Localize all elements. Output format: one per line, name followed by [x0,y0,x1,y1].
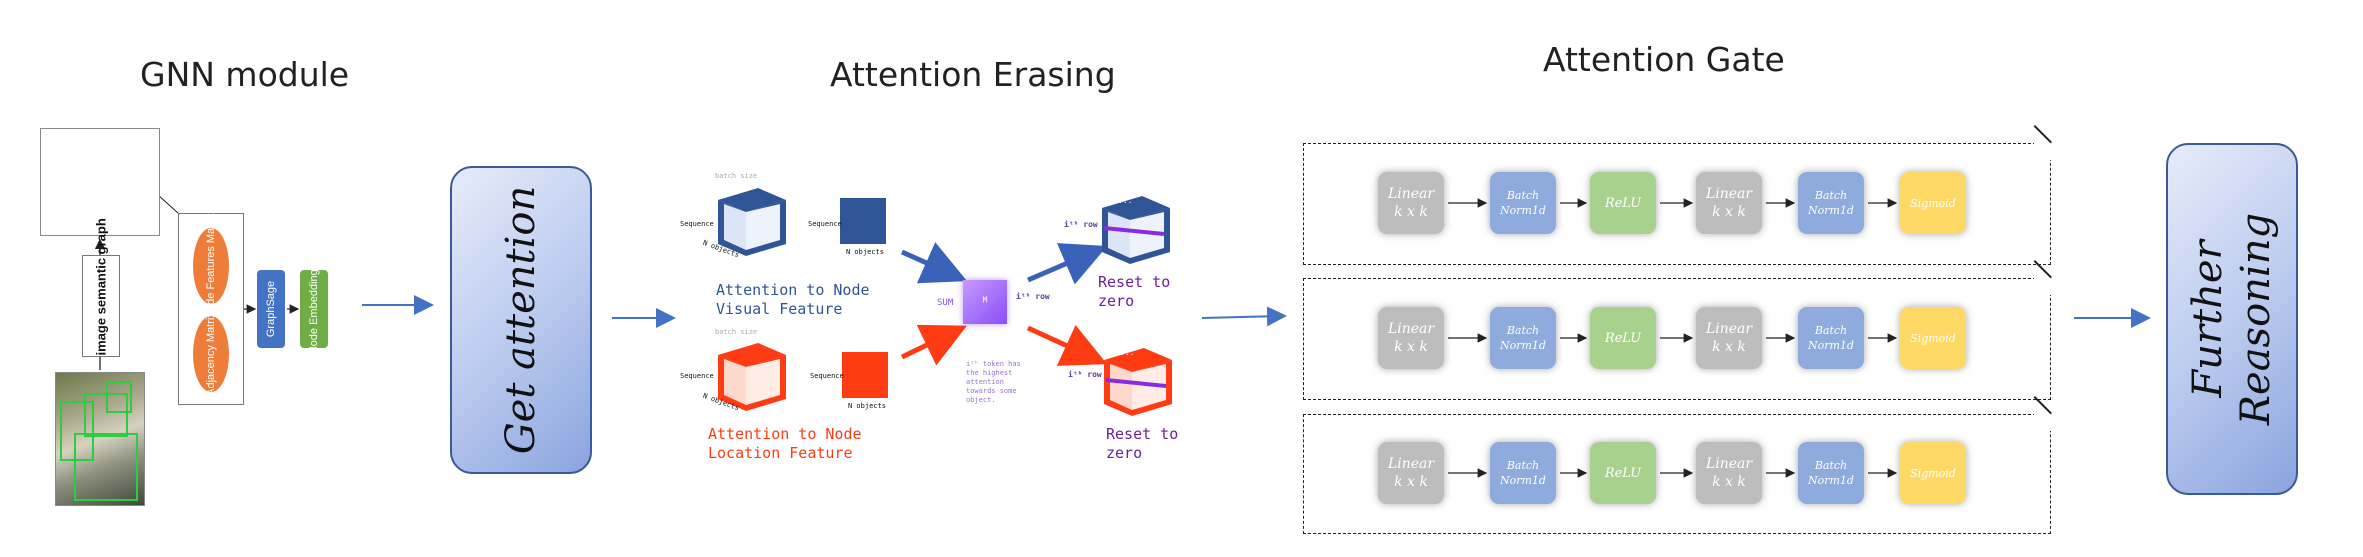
reset-visual-cube [1102,196,1170,264]
ith-token-note: iᵗʰ token has the highest attention towa… [966,360,1021,404]
gate-row-1 [1303,142,2052,265]
sigmoid-block: Sigmoid [1900,172,1966,234]
linear-block: Linear k x k [1378,172,1444,234]
location-to-sum-arrow [900,324,968,366]
node-features-matrix: Node Features Matrix [193,213,229,319]
batchnorm-block: Batch Norm1d [1798,307,1864,369]
sum-to-reset-visual-arrow [1027,243,1108,285]
visual-sequence-label: Sequence [680,220,714,228]
location-square-sequence-label: Sequence [810,372,844,380]
location-sequence-label: Sequence [680,372,714,380]
batchnorm-block: Batch Norm1d [1490,307,1556,369]
visual-feature-label-line1: Attention to Node [716,281,870,299]
location-batch-size-label: batch size [715,328,758,336]
sum-label: SUM [937,298,954,308]
linear-block: Linear k x k [1378,307,1444,369]
reset-location-row-label: iᵗʰ row [1068,370,1102,379]
location-square-n-objects-label: N objects [848,402,886,410]
visual-square-n-objects-label: N objects [846,248,884,256]
visual-batch-size-label: batch size [715,172,758,180]
reset-visual-row-label: iᵗʰ row [1064,220,1098,229]
erasing-to-gate-arrow [1201,306,1287,327]
batchnorm-block: Batch Norm1d [1490,442,1556,504]
location-feature-label-line1: Attention to Node [708,425,862,443]
attention-erasing-title: Attention Erasing [830,55,1116,94]
linear-block: Linear k x k [1696,172,1762,234]
visual-to-sum-arrow [900,242,968,284]
relu-block: ReLU [1590,442,1656,504]
visual-square-sequence-label: Sequence [808,220,842,228]
graphsage-block: GraphSage [257,270,285,348]
reset-visual-label-line1: Reset to [1098,273,1171,291]
linear-block: Linear k x k [1696,442,1762,504]
reset-location-label-line2: zero [1106,444,1143,462]
sigmoid-block: Sigmoid [1900,307,1966,369]
further-reasoning-block: Further Reasoning [2166,143,2298,495]
reset-visual-label-line2: zero [1098,292,1135,310]
batchnorm-block: Batch Norm1d [1798,172,1864,234]
attention-matrix-m: M [963,280,1007,324]
linear-block: Linear k x k [1378,442,1444,504]
graph-label-box: image semantic graph [82,218,120,357]
matrix-box: Node Features Matrix Adjacency Matrix [178,213,244,405]
batchnorm-block: Batch Norm1d [1490,172,1556,234]
linear-block: Linear k x k [1696,307,1762,369]
reset-location-label-line1: Reset to [1106,425,1179,443]
input-image [55,372,145,506]
sum-to-reset-location-arrow [1026,324,1108,366]
location-feature-label-line2: Location Feature [708,444,853,462]
attention-gate-title: Attention Gate [1543,40,1785,79]
visual-attention-cube [718,188,786,256]
visual-feature-label-line2: Visual Feature [716,300,843,318]
get-attention-block: Get attention [450,166,592,474]
node-embeddings-block: Node Embeddings [300,264,328,354]
relu-block: ReLU [1590,172,1656,234]
graph-to-matrix-line [157,194,179,214]
location-square [842,352,888,398]
gnn-module-title: GNN module [140,55,350,94]
reset-location-dots: ... [1120,348,1135,357]
gate-row-3 [1303,413,2052,534]
reset-location-cube [1104,348,1172,416]
relu-block: ReLU [1590,307,1656,369]
adjacency-matrix: Adjacency Matrix [193,312,229,396]
sigmoid-block: Sigmoid [1900,442,1966,504]
visual-square [840,198,886,244]
m-ith-row-label: iᵗʰ row [1016,292,1050,301]
location-attention-cube [718,343,786,411]
reset-visual-dots: ... [1118,196,1133,205]
batchnorm-block: Batch Norm1d [1798,442,1864,504]
semantic-graph-box [40,128,160,236]
gate-row-2 [1303,277,2052,400]
